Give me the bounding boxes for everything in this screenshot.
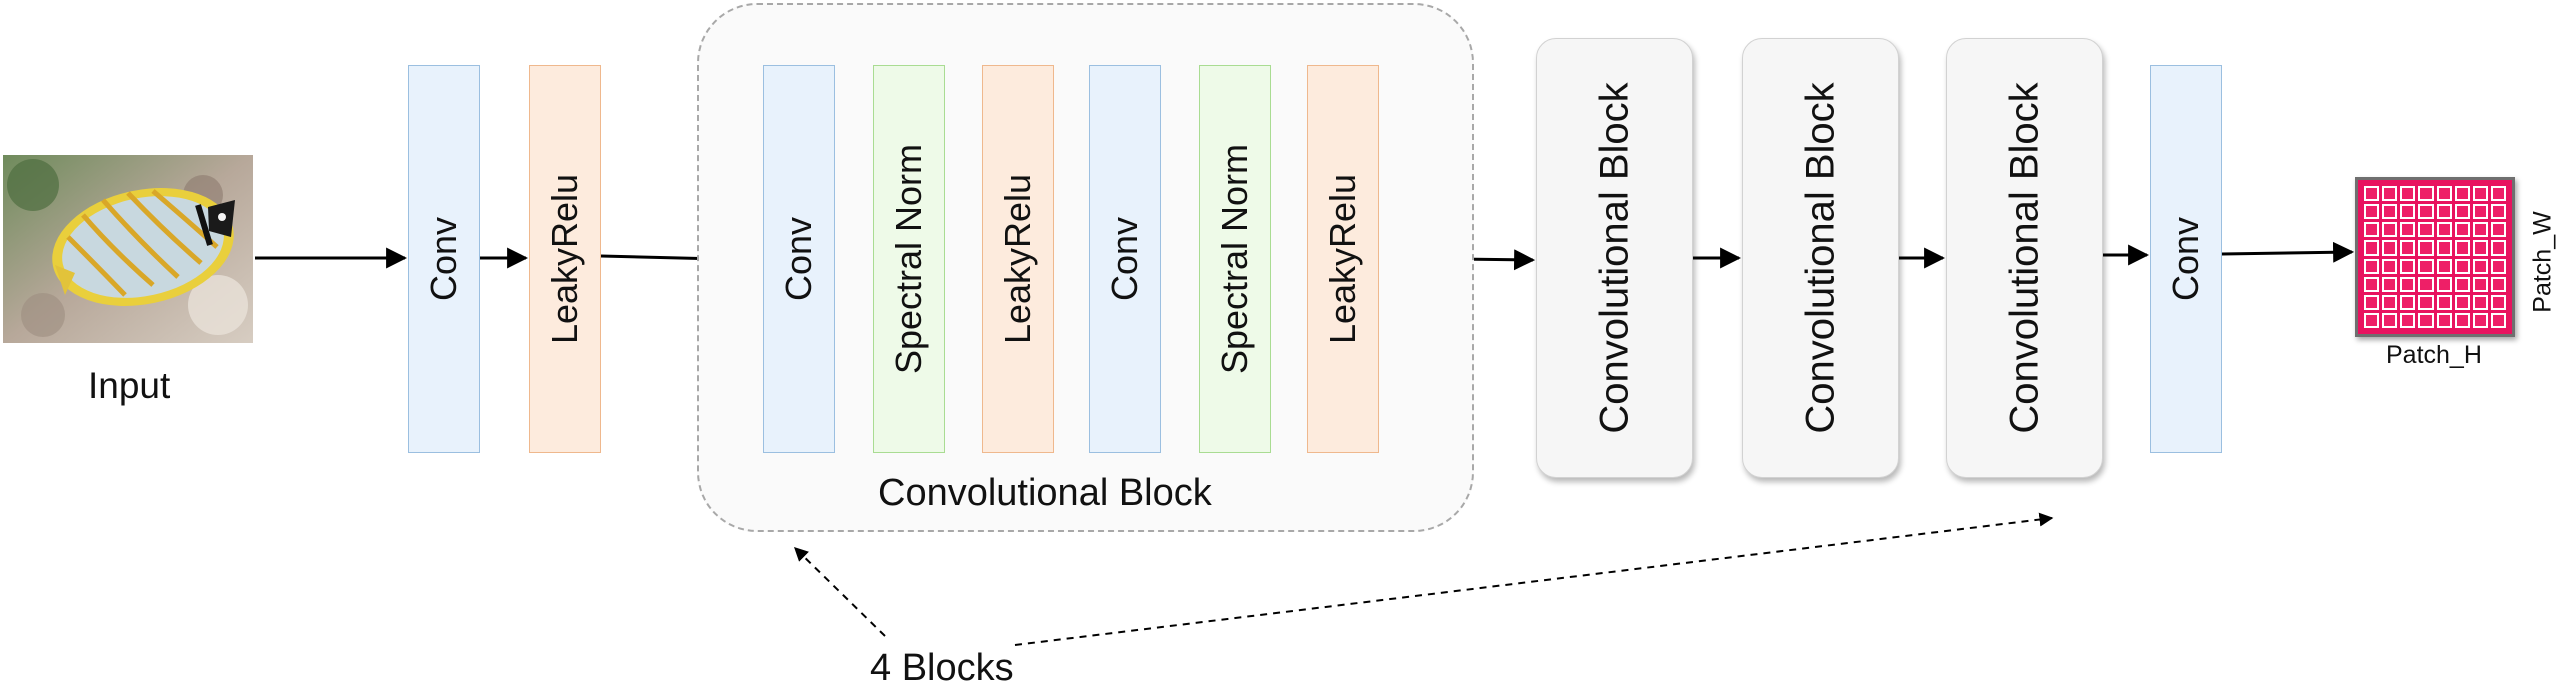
patch-cell xyxy=(2364,294,2380,310)
patch-cell xyxy=(2454,312,2470,328)
patch-cell xyxy=(2490,222,2506,238)
patch-cell xyxy=(2400,294,2416,310)
patch-cell xyxy=(2490,240,2506,256)
patch-cell xyxy=(2490,312,2506,328)
conv-layer-final: Conv xyxy=(2150,65,2222,453)
patch-cell xyxy=(2472,222,2488,238)
input-image xyxy=(3,155,253,343)
patch-cell xyxy=(2436,240,2452,256)
patch-cell xyxy=(2472,240,2488,256)
patch-cell xyxy=(2382,204,2398,220)
patch-cell xyxy=(2400,312,2416,328)
leaky-relu-layer-1: LeakyRelu xyxy=(529,65,601,453)
convolutional-block-2: Convolutional Block xyxy=(1742,38,1899,478)
patch-cell xyxy=(2400,276,2416,292)
patch-cell xyxy=(2382,186,2398,202)
patch-cell xyxy=(2382,276,2398,292)
repeat-blocks-label: 4 Blocks xyxy=(870,647,1014,689)
patch-cell xyxy=(2364,240,2380,256)
patch-cell xyxy=(2364,312,2380,328)
repeat-arrow-right xyxy=(1014,512,2054,646)
patch-cell xyxy=(2400,258,2416,274)
patch-cell xyxy=(2454,222,2470,238)
patch-cell xyxy=(2436,312,2452,328)
input-label: Input xyxy=(88,365,171,406)
patch-cell xyxy=(2418,204,2434,220)
patch-cell xyxy=(2490,294,2506,310)
patch-cell xyxy=(2364,276,2380,292)
arrow-conv-to-output xyxy=(2221,241,2355,263)
patch-cell xyxy=(2382,258,2398,274)
patch-cell xyxy=(2400,240,2416,256)
group-leaky-relu-a: LeakyRelu xyxy=(982,65,1054,453)
patch-cell xyxy=(2490,276,2506,292)
patch-cell xyxy=(2382,312,2398,328)
patch-cell xyxy=(2454,240,2470,256)
patch-cell xyxy=(2454,204,2470,220)
patch-cell xyxy=(2436,222,2452,238)
patch-cell xyxy=(2472,294,2488,310)
patch-cell xyxy=(2382,240,2398,256)
repeat-arrow-left xyxy=(793,547,886,637)
patch-cell xyxy=(2490,258,2506,274)
patch-cell xyxy=(2436,294,2452,310)
group-conv-layer-a: Conv xyxy=(763,65,835,453)
patch-cell xyxy=(2436,186,2452,202)
patch-cell xyxy=(2490,204,2506,220)
patch-cell xyxy=(2436,258,2452,274)
patch-cell xyxy=(2418,258,2434,274)
patch-cell xyxy=(2400,204,2416,220)
convolutional-block-3: Convolutional Block xyxy=(1946,38,2103,478)
group-title: Convolutional Block xyxy=(878,472,1212,514)
patch-cell xyxy=(2472,204,2488,220)
group-spectral-norm-b: Spectral Norm xyxy=(1199,65,1271,453)
patch-cell xyxy=(2364,258,2380,274)
patch-cell xyxy=(2454,186,2470,202)
patch-width-label: Patch_W xyxy=(2528,211,2557,313)
patch-cell xyxy=(2436,204,2452,220)
patch-cell xyxy=(2454,294,2470,310)
convolutional-block-1: Convolutional Block xyxy=(1536,38,1693,478)
patch-cell xyxy=(2400,222,2416,238)
patch-cell xyxy=(2472,312,2488,328)
patch-cell xyxy=(2418,294,2434,310)
group-conv-layer-b: Conv xyxy=(1089,65,1161,453)
patch-cell xyxy=(2472,276,2488,292)
patch-cell xyxy=(2418,222,2434,238)
patch-cell xyxy=(2472,186,2488,202)
patch-cell xyxy=(2400,186,2416,202)
group-spectral-norm-a: Spectral Norm xyxy=(873,65,945,453)
patch-cell xyxy=(2454,276,2470,292)
patch-cell xyxy=(2364,186,2380,202)
group-leaky-relu-b: LeakyRelu xyxy=(1307,65,1379,453)
patch-cell xyxy=(2490,186,2506,202)
patch-cell xyxy=(2418,312,2434,328)
patch-cell xyxy=(2382,294,2398,310)
output-patch-grid xyxy=(2355,177,2515,337)
patch-height-label: Patch_H xyxy=(2386,341,2482,369)
patch-cell xyxy=(2418,186,2434,202)
conv-layer-1: Conv xyxy=(408,65,480,453)
patch-cell xyxy=(2418,240,2434,256)
patch-cell xyxy=(2364,204,2380,220)
patch-cell xyxy=(2418,276,2434,292)
patch-cell xyxy=(2436,276,2452,292)
patch-cell xyxy=(2382,222,2398,238)
patch-cell xyxy=(2364,222,2380,238)
patch-cell xyxy=(2472,258,2488,274)
patch-cell xyxy=(2454,258,2470,274)
